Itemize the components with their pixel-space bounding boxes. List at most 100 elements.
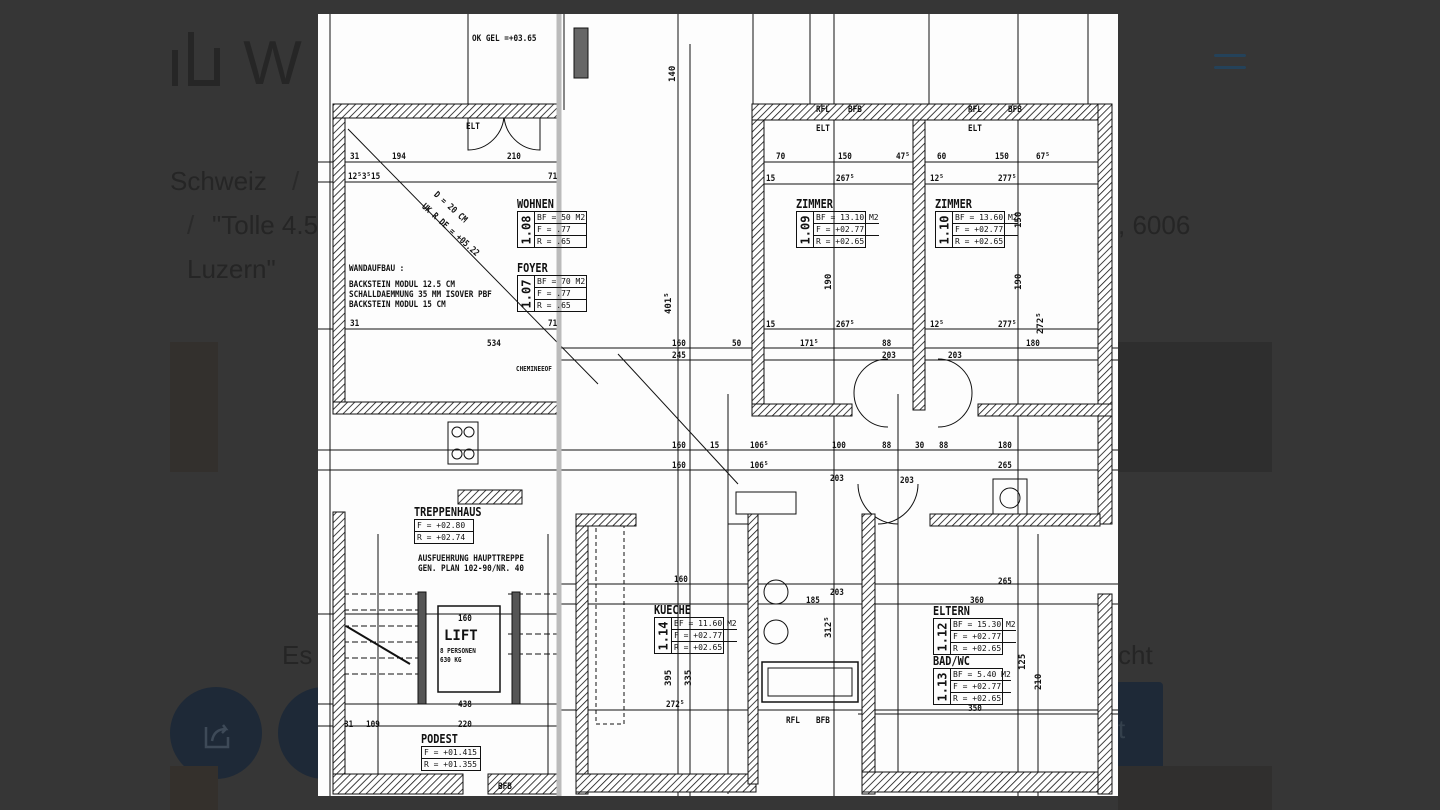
note-elt: ELT xyxy=(968,124,982,134)
dimension-label: 203 xyxy=(830,474,844,484)
dimension-label: 180 xyxy=(1026,339,1040,349)
share-icon xyxy=(204,724,230,749)
gallery-image[interactable] xyxy=(170,342,218,472)
dimension-label: 185 xyxy=(806,596,820,606)
dimension-label: 109 xyxy=(366,720,380,730)
dimension-label: 171⁵ xyxy=(800,339,819,349)
dimension-label: 12⁵3⁵15 xyxy=(348,172,381,182)
dimension-label: 47⁵ xyxy=(896,152,910,162)
share-button[interactable] xyxy=(170,687,262,779)
page-title-start: "Tolle 4.5 xyxy=(212,210,319,240)
gallery-image[interactable] xyxy=(1118,342,1272,472)
dimension-label: 277⁵ xyxy=(998,174,1017,184)
note-rfl: RFL xyxy=(816,105,830,115)
dimension-label: 277⁵ xyxy=(998,320,1017,330)
page-title-end: , 6006 xyxy=(1118,210,1191,240)
breadcrumb-schweiz[interactable]: Schweiz xyxy=(170,166,267,196)
dimension-label: 150 xyxy=(1014,211,1024,228)
note-bfb: BFB xyxy=(498,782,512,792)
dimension-label: 245 xyxy=(672,351,686,361)
dimension-label: 160 xyxy=(672,441,686,451)
dimension-label: 401⁵ xyxy=(664,292,674,314)
dimension-label: 12⁵ xyxy=(930,174,944,184)
contact-button-label: t xyxy=(1118,714,1126,744)
dimension-label: 534 xyxy=(487,339,501,349)
note-treppe-2: GEN. PLAN 102-90/NR. 40 xyxy=(418,564,524,574)
note-bfb: BFB xyxy=(848,105,862,115)
lift-persons: 8 PERSONEN xyxy=(440,647,476,655)
dimension-label: 272⁵ xyxy=(666,700,685,710)
page-title-line2: Luzern" xyxy=(187,254,276,284)
dimension-label: 272⁵ xyxy=(1036,312,1046,334)
lift-kg: 630 KG xyxy=(440,656,462,664)
dimension-label: 67⁵ xyxy=(1036,152,1050,162)
note-elt: ELT xyxy=(816,124,830,134)
dimension-label: 180 xyxy=(998,441,1012,451)
dimension-label: 203 xyxy=(948,351,962,361)
dimension-label: 106⁵ xyxy=(750,461,769,471)
dimension-label: 265 xyxy=(998,577,1012,587)
note-elt: ELT xyxy=(466,122,480,132)
dimension-label: 395 xyxy=(664,669,674,686)
menu-icon[interactable] xyxy=(1214,54,1246,70)
dimension-label: 88 xyxy=(939,441,949,451)
lightbox-floor-plan-image[interactable]: OK GEL =+03.65 WANDAUFBAU : BACKSTEIN MO… xyxy=(318,14,1118,796)
dimension-label: 220 xyxy=(458,720,472,730)
logo-text: W xyxy=(243,29,306,98)
dimension-label: 88 xyxy=(882,441,892,451)
dimension-label: 203 xyxy=(882,351,896,361)
site-logo[interactable]: W xyxy=(170,28,306,99)
note-treppe-1: AUSFUEHRUNG HAUPTTREPPE xyxy=(418,554,524,564)
gallery-image[interactable] xyxy=(1118,766,1272,810)
floor-plan-drawing xyxy=(318,14,1118,796)
dimension-label: 60 xyxy=(937,152,947,162)
dimension-label: 70 xyxy=(776,152,786,162)
note-wandaufbau-title: WANDAUFBAU : xyxy=(349,264,405,274)
dimension-label: 203 xyxy=(900,476,914,486)
dimension-label: 350 xyxy=(968,704,982,714)
dimension-label: 30 xyxy=(915,441,925,451)
section-text-end: cht xyxy=(1118,640,1153,670)
dimension-label: 106⁵ xyxy=(750,441,769,451)
breadcrumb-separator: / xyxy=(187,210,195,240)
dimension-label: 12⁵ xyxy=(930,320,944,330)
note-wandaufbau-1: BACKSTEIN MODUL 12.5 CM xyxy=(349,280,455,290)
dimension-label: 160 xyxy=(672,461,686,471)
dimension-label: 438 xyxy=(458,700,472,710)
note-wandaufbau-3: BACKSTEIN MODUL 15 CM xyxy=(349,300,446,310)
dimension-label: 150 xyxy=(995,152,1009,162)
note-bfb: BFB xyxy=(1008,105,1022,115)
section-text-start: Es xyxy=(282,640,313,670)
note-bfb: BFB xyxy=(816,716,830,726)
dimension-label: 100 xyxy=(832,441,846,451)
dimension-label: 15 xyxy=(766,320,776,330)
lift-label: LIFT xyxy=(444,628,478,644)
dimension-label: 31 xyxy=(344,720,354,730)
dimension-label: 71 xyxy=(548,172,558,182)
gallery-image[interactable] xyxy=(170,766,218,810)
dimension-label: 360 xyxy=(970,596,984,606)
dimension-label: 125 xyxy=(1018,653,1028,670)
dimension-label: 194 xyxy=(392,152,406,162)
dimension-label: 160 xyxy=(672,339,686,349)
dimension-label: 31 xyxy=(350,152,360,162)
dimension-label: 15 xyxy=(766,174,776,184)
note-wandaufbau-2: SCHALLDAEMMUNG 35 MM ISOVER PBF xyxy=(349,290,492,300)
dimension-label: 312⁵ xyxy=(824,616,834,638)
dimension-label: 265 xyxy=(998,461,1012,471)
dimension-label: 203 xyxy=(830,588,844,598)
dimension-label: 31 xyxy=(350,319,360,329)
dimension-label: 160 xyxy=(674,575,688,585)
note-ok-gel: OK GEL =+03.65 xyxy=(472,34,537,44)
dimension-label: 267⁵ xyxy=(836,174,855,184)
dimension-label: 190 xyxy=(824,273,834,290)
note-chemineeofen: CHEMINEEOF xyxy=(516,365,552,373)
dimension-label: 140 xyxy=(668,65,678,82)
